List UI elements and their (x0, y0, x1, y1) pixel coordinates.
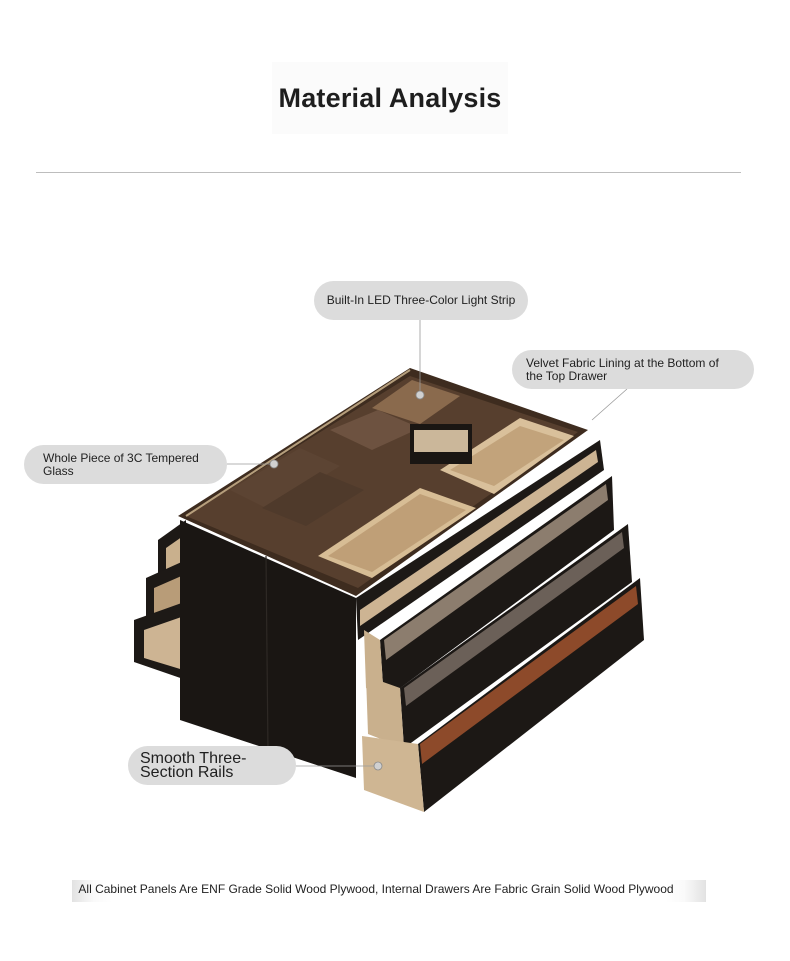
callout-led-strip: Built-In LED Three-Color Light Strip (314, 281, 528, 320)
callout-rails-label: Smooth Three-Section Rails (140, 749, 247, 781)
callout-velvet-lining: Velvet Fabric Lining at the Bottom of th… (512, 350, 754, 389)
title-panel: Material Analysis (272, 62, 508, 134)
callout-dot-icon (373, 761, 383, 771)
callout-tempered-glass: Whole Piece of 3C Tempered Glass (24, 445, 227, 484)
left-end-drawers (134, 520, 192, 682)
divider (36, 172, 741, 173)
callout-led-label: Built-In LED Three-Color Light Strip (326, 293, 516, 307)
callout-glass-label: Whole Piece of 3C Tempered Glass (43, 450, 199, 478)
footer-caption: All Cabinet Panels Are ENF Grade Solid W… (78, 882, 674, 896)
page-title: Material Analysis (278, 82, 502, 113)
callout-dot-icon (415, 390, 425, 400)
callout-leaders (227, 320, 628, 767)
callout-rails: Smooth Three-Section Rails (128, 746, 296, 785)
footer-bar (72, 880, 706, 902)
callout-dots (269, 390, 425, 771)
callout-velvet-label: Velvet Fabric Lining at the Bottom of th… (526, 355, 719, 383)
cabinet-left-face (180, 520, 356, 778)
callout-dot-icon (269, 459, 279, 469)
right-drawers (356, 440, 644, 812)
